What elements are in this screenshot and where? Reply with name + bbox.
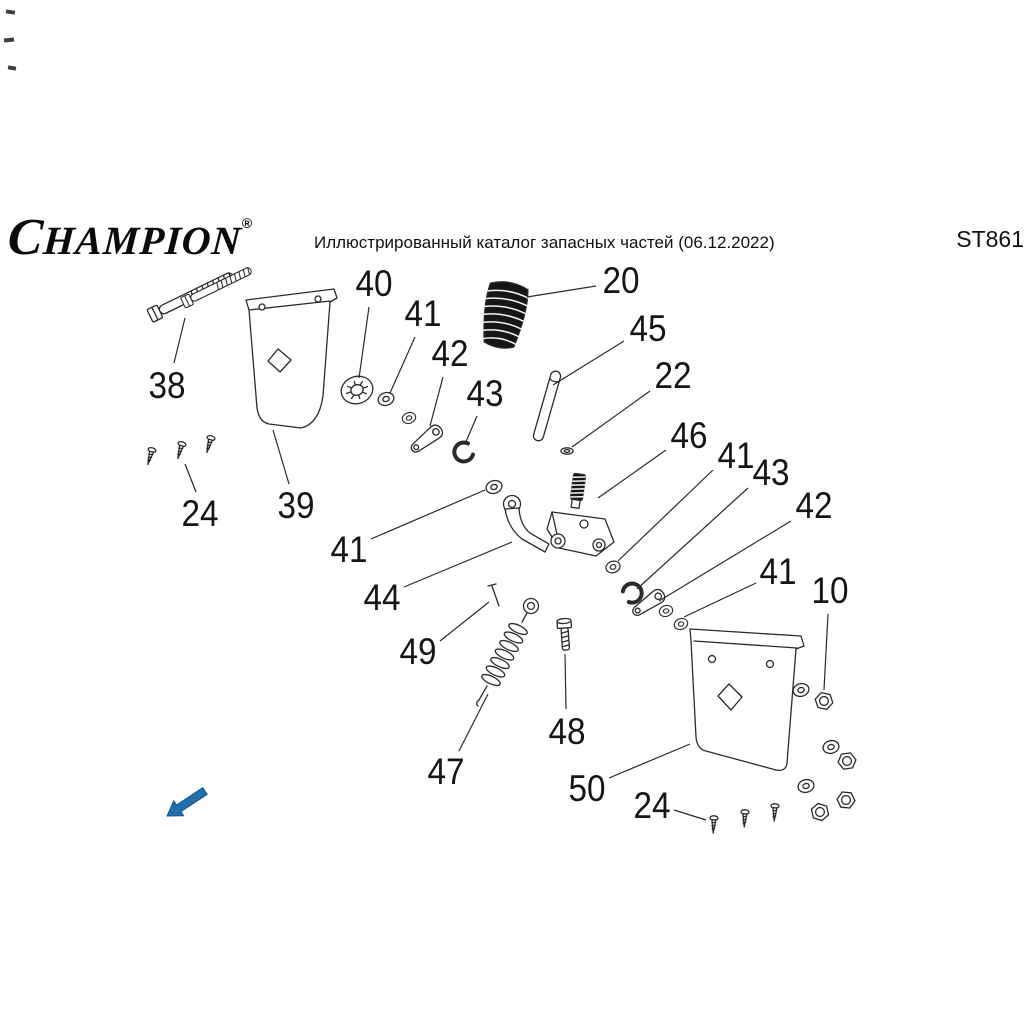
part-41-washer-c (483, 477, 505, 497)
leader-line-44-17 (403, 541, 513, 588)
part-24-screw-c (202, 434, 217, 455)
leader-line-41-16 (370, 489, 486, 540)
part-41-washer-f (672, 616, 690, 632)
part-46-lever-assembly (546, 472, 615, 557)
part-10-nut-a (812, 691, 836, 711)
leader-line-22-9 (571, 390, 651, 448)
champion-logo: CHAMPION® (6, 208, 254, 267)
leader-line-41-11 (617, 469, 714, 562)
leader-line-43-6 (464, 415, 478, 445)
part-49-pin (487, 583, 500, 607)
part-48-bolt (556, 617, 573, 651)
leader-line-39-2 (272, 429, 290, 485)
leader-line-48-20 (564, 653, 567, 710)
leader-line-41-14 (683, 582, 757, 618)
part-41-washer-b (400, 410, 418, 426)
part-44-bracket-arm (502, 494, 550, 553)
part-24-screw-e (739, 808, 750, 828)
part-24-screw-d (708, 814, 719, 834)
part-41-washer-e (657, 603, 675, 619)
leader-line-42-5 (429, 376, 444, 427)
leader-line-43-12 (636, 487, 749, 590)
leader-line-45-8 (552, 340, 625, 386)
part-10-nut-d (808, 801, 832, 823)
leader-line-49-18 (439, 601, 490, 642)
part-47-spring-cable (476, 597, 540, 707)
catalog-title: Иллюстрированный каталог запасных частей… (314, 233, 775, 252)
leader-line-24-1 (184, 463, 197, 493)
leader-lines (173, 285, 829, 821)
leader-line-38-0 (173, 317, 186, 364)
leader-line-10-15 (823, 613, 829, 691)
part-10-nut-b (836, 751, 858, 771)
part-39-bracket (245, 288, 338, 429)
part-41-washer-a (375, 389, 397, 409)
part-43-clip-a (450, 438, 477, 466)
leader-line-20-7 (526, 285, 597, 298)
part-42-lever-a (407, 421, 446, 457)
part-washer-right-a (790, 681, 812, 699)
registered-trademark-icon: ® (241, 215, 254, 231)
leader-line-24-22 (673, 809, 707, 821)
leader-line-40-3 (358, 306, 370, 379)
model-code: ST861 (956, 226, 1024, 252)
part-10-nut-c (835, 790, 857, 810)
part-24-screw-f (769, 802, 780, 822)
leader-line-42-13 (658, 520, 792, 602)
scan-artifacts (3, 9, 17, 71)
leader-line-47-19 (458, 693, 489, 752)
leader-line-50-21 (608, 743, 691, 779)
part-40-star-washer (340, 375, 374, 405)
part-24-screw-b (173, 440, 188, 461)
part-41-washer-d (603, 558, 623, 576)
part-20-knob (481, 281, 529, 349)
part-50-bracket (689, 628, 805, 771)
leader-line-46-10 (597, 449, 667, 499)
part-washer-right-c (795, 777, 817, 795)
part-38-bolt-b (179, 264, 254, 309)
leader-line-41-4 (389, 336, 416, 394)
part-45-rod (532, 370, 562, 442)
part-washer-right-b (820, 738, 842, 756)
part-24-screw-a (143, 446, 158, 467)
pointer-arrow-icon (166, 787, 208, 817)
part-22-ring (560, 447, 574, 455)
